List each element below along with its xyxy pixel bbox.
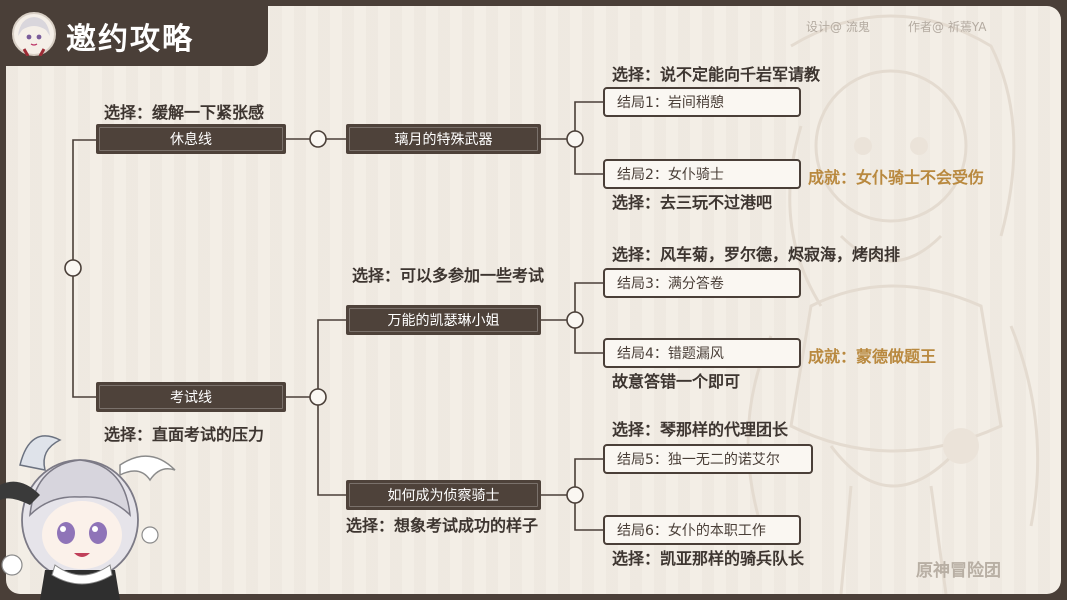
ending-5-label: 结局5：独一无二的诺艾尔: [617, 452, 780, 468]
root-connector: [72, 139, 96, 398]
ending-3-label: 结局3：满分答卷: [617, 276, 724, 292]
weapon-branch-label: 璃月的特殊武器: [394, 132, 493, 148]
katheryne-choice-top: 选择：风车菊，罗尔德，烬寂海，烤肉排: [612, 245, 901, 264]
exam-line-label: 考试线: [170, 390, 212, 406]
katheryne-choice: 选择：可以多参加一些考试: [352, 266, 545, 285]
ending-2-label: 结局2：女仆骑士: [617, 167, 724, 183]
author-credit: 作者@ 祈蔫YA: [908, 20, 987, 34]
ending-6-label: 结局6：女仆的本职工作: [617, 523, 766, 539]
ending-1-label: 结局1：岩间稍憩: [617, 95, 724, 111]
knight-branch-node[interactable]: 如何成为侦察骑士: [346, 480, 541, 510]
knight-branch-label: 如何成为侦察骑士: [387, 488, 500, 504]
exam-junction: [309, 388, 327, 406]
weapon-choice-top: 选择：说不定能向千岩军请教: [612, 65, 821, 84]
knight-choice-top: 选择：琴那样的代理团长: [612, 420, 789, 439]
guide-paper: 设计@ 流鬼 作者@ 祈蔫YA: [6, 6, 1061, 594]
weapon-branch-node[interactable]: 璃月的特殊武器: [346, 124, 541, 154]
exam-line-choice: 选择：直面考试的压力: [104, 425, 265, 444]
knight-choice-bottom: 选择：凯亚那样的骑兵队长: [612, 549, 805, 568]
knight-choice: 选择：想象考试成功的样子: [346, 516, 539, 535]
weapon-junction: [566, 130, 584, 148]
ending-4-label: 结局4：错题漏风: [617, 346, 724, 362]
ending-3-node[interactable]: 结局3：满分答卷: [603, 268, 801, 298]
rest-junction: [309, 130, 327, 148]
root-junction: [64, 259, 82, 277]
weapon-choice-bottom: 选择：去三玩不过港吧: [612, 193, 773, 212]
katheryne-choice-bottom: 故意答错一个即可: [612, 372, 741, 391]
character-ghost-art: [746, 14, 1040, 594]
katheryne-branch-label: 万能的凯瑟琳小姐: [387, 313, 500, 329]
title-banner: 邀约攻略: [0, 0, 268, 66]
katheryne-junction: [566, 311, 584, 329]
katheryne-branch-node[interactable]: 万能的凯瑟琳小姐: [346, 305, 541, 335]
rest-line-node[interactable]: 休息线: [96, 124, 286, 154]
exam-line-node[interactable]: 考试线: [96, 382, 286, 412]
chibi-character-illustration: [0, 435, 176, 600]
ending-1-node[interactable]: 结局1：岩间稍憩: [603, 87, 801, 117]
ending-4-node[interactable]: 结局4：错题漏风: [603, 338, 801, 368]
ending-6-node[interactable]: 结局6：女仆的本职工作: [603, 515, 801, 545]
page-title: 邀约攻略: [66, 22, 194, 57]
avatar: [12, 12, 56, 56]
ending-2-achievement: 成就：女仆骑士不会受伤: [808, 168, 985, 187]
knight-junction: [566, 486, 584, 504]
rest-line-label: 休息线: [170, 132, 212, 148]
ending-4-achievement: 成就：蒙德做题王: [808, 347, 937, 366]
ending-2-node[interactable]: 结局2：女仆骑士: [603, 159, 801, 189]
watermark: 原神冒险团: [916, 561, 1001, 581]
rest-line-choice: 选择：缓解一下紧张感: [104, 103, 265, 122]
exam-to-branches-connector: [286, 319, 346, 496]
design-credit: 设计@ 流鬼: [806, 20, 870, 34]
ending-5-node[interactable]: 结局5：独一无二的诺艾尔: [603, 444, 813, 474]
